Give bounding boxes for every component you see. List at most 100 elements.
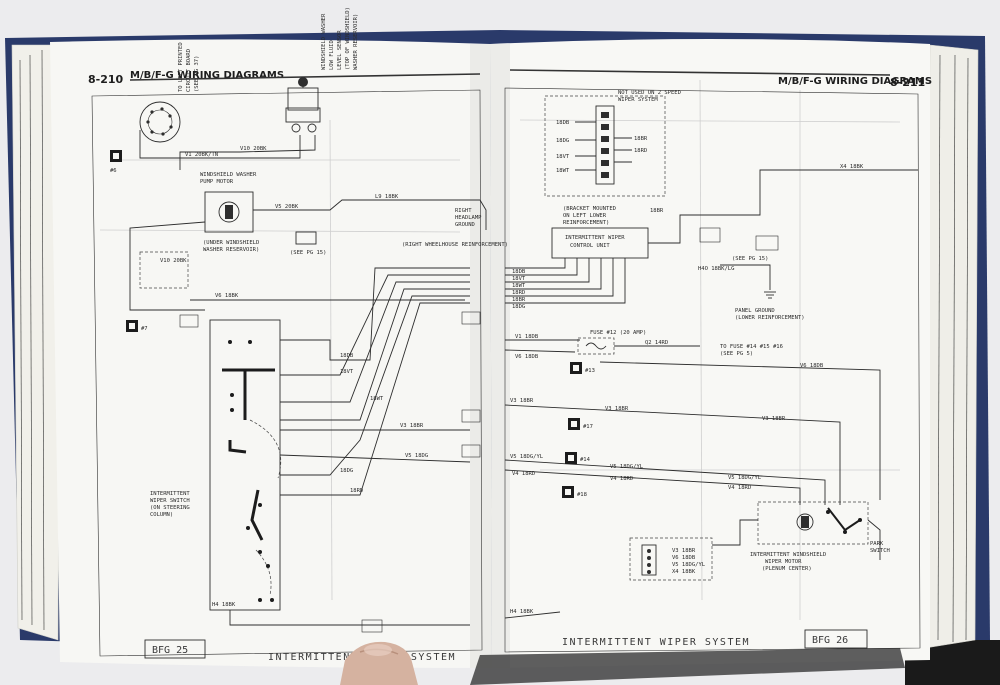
right-wheelhouse: (RIGHT WHEELHOUSE REINFORCEMENT) [402,242,508,248]
park-switch-0: PARK [870,541,884,547]
not-used-0: NOT USED ON 2 SPEED [618,90,681,96]
right-headlamp-1: HEADLAMP [455,215,482,221]
wire-label-h4-right: H4 18BK [510,609,534,615]
level-sensor-symbol [285,77,321,133]
gutter-shadow [470,44,510,668]
harness-wires [575,121,632,171]
strg-col-box-4 [461,444,481,458]
wire-v4-right [504,469,801,505]
wiper-switch-1: WIPER SWITCH [150,498,190,504]
strg-col-box-2 [461,311,481,325]
motor-connector-symbol [641,544,657,576]
harness-18dg: 18DG [556,138,569,144]
connector-x4 [755,235,779,251]
bracket-0: (BRACKET MOUNTED [563,206,616,212]
connector-l9 [295,231,317,245]
wire-label-v6-motor: V6 18DB [800,363,824,369]
control-unit-0: INTERMITTENT WIPER [565,235,625,241]
wiper-motor-0: INTERMITTENT WINDSHIELD [750,552,826,558]
washer-sensor-2: LEVEL SENSOR [337,30,343,70]
washer-pump-1: PUMP MOTOR [200,179,234,185]
wire-label-v4-right-b: V4 18RD [610,476,633,482]
wire-label-h4o: H4O 18BK/LG [698,266,734,272]
wire-label-x4: X4 18BK [840,164,864,170]
wire-control-bk [648,169,918,244]
harness-18bk: 18BR [634,136,648,142]
washer-sensor-3: (TOP OF WINDSHIELD) [345,7,351,70]
wire-v5-l9 [253,199,487,230]
conn-code-14: #14 [580,457,591,463]
left-bundle [280,267,470,496]
right-headlamp-2: GROUND [455,222,475,228]
left-header: 8-210 M/B/F-G WIRING DIAGRAMS [88,70,481,86]
strg-col-box-3 [461,409,481,423]
bottom-shadow [470,648,905,685]
left-footer-code: BFG 25 [152,645,188,656]
label-left-printed-2: (SEE PG 37) [194,56,200,92]
label-left-printed-0: TO LEFT PRINTED [178,42,184,92]
wire-label-v5-right-c: V5 18DG/YL [728,475,762,481]
wire-label-v5-right-b: V5 18DG/YL [610,464,644,470]
bundle-18br: 18BR [512,297,526,303]
wire-v5-right [504,459,826,505]
wire-label-v3-right-b: V3 18BR [605,406,629,412]
fuse-box [577,337,615,355]
conn-code-13: #13 [585,368,595,374]
strg-col-box-5 [361,619,383,633]
left-header-title: M/B/F-G WIRING DIAGRAMS [130,70,284,81]
motor-conn-v5: V5 18DG/YL [672,562,706,568]
right-frame [504,87,921,653]
wire-label-h4-left: H4 18BK [212,602,236,608]
wire-label-18dg: 18DG [340,468,353,474]
wire-v6-to-motor [599,361,881,500]
wire-label-l9: L9 18BK [375,194,399,200]
right-footer-code: BFG 26 [812,635,848,646]
wire-label-18rd: 18RD [350,488,363,494]
not-used-box [544,95,666,197]
conn-code-7: #7 [141,326,148,332]
bundle-18vt: 18VT [512,276,526,282]
under-reservoir-0: (UNDER WINDSHIELD [203,240,259,246]
round-connector [139,101,181,143]
wire-label-v1-right: V1 18DB [515,334,539,340]
not-used-1: WIPER SYSTEM [618,97,658,103]
wire-h4-left [229,610,470,626]
bundle-18db: 18DB [512,269,526,275]
label-left-printed-1: CIRCUIT BOARD [186,49,192,92]
washer-sensor-4: WASHER RESERVOIR) [353,14,359,70]
ghost-print [99,79,901,620]
right-headlamp-0: RIGHT [455,208,472,214]
wiper-switch-3: COLUMN) [150,512,173,518]
wire-label-v4-right-c: V4 18RD [728,485,751,491]
wire-v10-loop [129,221,206,311]
washer-sensor-1: LOW FLUID [329,40,335,70]
to-fuse-0: TO FUSE #14 #15 #16 [720,344,783,350]
left-frame [91,89,483,657]
wire-label-v3-right-a: V3 18BR [510,398,534,404]
motor-conn-x4: X4 18BK [672,569,696,575]
right-footer-title: INTERMITTENT WIPER SYSTEM [562,637,750,648]
wire-v6-right [504,349,576,353]
wiper-switch-body [209,319,281,611]
wire-label-ctrl-bk: 18BR [650,208,664,214]
conn-code-18: #18 [577,492,587,498]
bracket-1: ON LEFT LOWER [563,213,607,219]
wire-h4o [720,264,771,290]
wire-label-v5-right-a: V5 18DG/YL [510,454,544,460]
motor-conn-v3: V3 18BR [672,548,696,554]
right-header: M/B/F-G WIRING DIAGRAMS 8-211 [509,69,932,89]
fuse-symbol [585,342,607,350]
panel-ground-0: PANEL GROUND [735,308,775,314]
motor-conn-v6: V6 18DB [672,555,696,561]
v10-label-in-block: V10 20BK [160,258,187,264]
wire-label-18db: 18DB [340,353,354,359]
wire-v3-right [504,404,841,505]
wiper-motor-box [757,501,869,545]
wire-label-v1: V1 20BK/TN [185,152,218,158]
harness-18rd: 18RD [634,148,647,154]
strg-col-box-right [699,227,721,243]
washer-pump-0: WINDSHIELD WASHER [200,172,257,178]
wire-v10-top [179,135,316,170]
wire-label-v6-right: V6 18DB [515,354,539,360]
wiper-switch-0: INTERMITTENT [150,491,190,497]
